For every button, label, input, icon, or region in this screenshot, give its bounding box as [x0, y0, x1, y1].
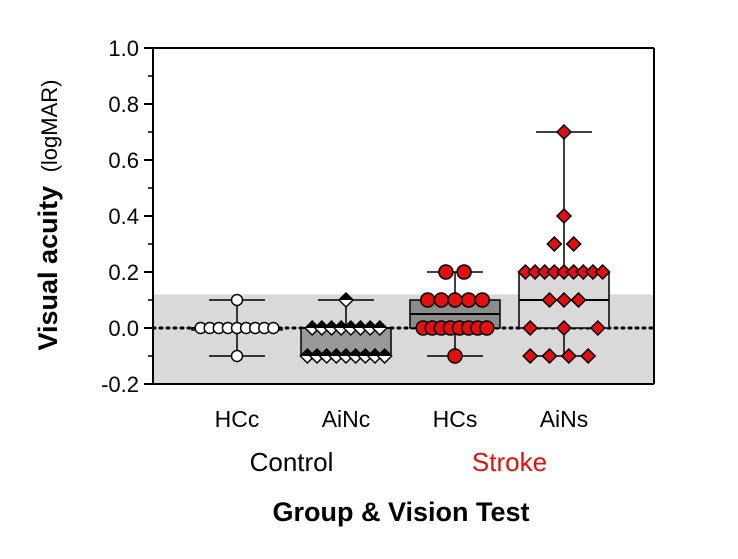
data-point-diamond: [555, 123, 573, 141]
y-tick-label: -0.2: [101, 372, 139, 397]
points-hcs: [415, 264, 495, 364]
y-tick-label: 0.4: [108, 204, 139, 229]
y-axis-title-main: Visual acuity: [33, 186, 63, 351]
data-point-diamond: [555, 207, 573, 225]
data-point-diamond: [522, 347, 539, 365]
data-point-diamond-top: [377, 349, 392, 356]
data-point-diamond: [541, 291, 558, 309]
data-point-diamond-top: [372, 321, 387, 328]
data-point-diamond: [594, 263, 611, 281]
data-point-diamond: [546, 235, 563, 253]
data-point-circle: [438, 264, 454, 280]
data-point-circle: [474, 292, 491, 308]
axes: -0.2 0.0 0.2 0.4 0.6 0.8 1.0: [101, 36, 655, 397]
data-points: [194, 123, 611, 365]
data-point-diamond: [376, 347, 393, 365]
y-axis-title-unit: (logMAR): [37, 79, 62, 172]
y-tick-label: 0.6: [108, 148, 139, 173]
group-label-control: Control: [250, 447, 334, 477]
data-point-circle: [447, 348, 463, 364]
data-point-diamond: [580, 347, 597, 365]
data-point-circle: [230, 293, 244, 307]
y-tick-label: 0.0: [108, 316, 139, 341]
data-point-diamond: [589, 319, 606, 337]
data-point-diamond-top: [339, 293, 353, 300]
y-axis-title: Visual acuity (logMAR): [33, 79, 63, 350]
data-point-diamond: [565, 235, 582, 253]
labels: Visual acuity (logMAR) Group & Vision Te…: [33, 79, 588, 527]
points-hcc: [194, 293, 280, 363]
data-point-diamond: [570, 291, 587, 309]
group-label-stroke: Stroke: [472, 447, 547, 477]
data-point-diamond: [560, 347, 577, 365]
data-point-diamond: [371, 319, 388, 337]
data-point-circle: [230, 349, 244, 363]
data-point-circle: [419, 292, 436, 308]
y-tick-label: 0.8: [108, 92, 139, 117]
points-ains: [517, 123, 611, 365]
data-point-diamond: [337, 291, 355, 309]
data-point-diamond: [541, 347, 558, 365]
x-tick-label-hcs: HCs: [433, 406, 478, 432]
data-point-circle: [433, 292, 450, 308]
data-point-circle: [460, 292, 477, 308]
data-point-circle: [447, 292, 463, 308]
x-tick-label-hcc: HCc: [215, 406, 260, 432]
data-point-circle: [479, 320, 495, 336]
data-point-diamond: [555, 319, 573, 337]
y-tick-label: 1.0: [108, 36, 139, 61]
data-point-diamond: [522, 319, 539, 337]
data-point-circle: [267, 321, 280, 335]
y-tick-label: 0.2: [108, 260, 139, 285]
x-tick-label-ainc: AiNc: [322, 406, 371, 432]
data-point-diamond: [555, 291, 573, 309]
points-ainc: [299, 291, 393, 365]
data-point-circle: [456, 264, 472, 280]
x-axis-title: Group & Vision Test: [272, 497, 529, 527]
x-tick-label-ains: AiNs: [540, 406, 589, 432]
